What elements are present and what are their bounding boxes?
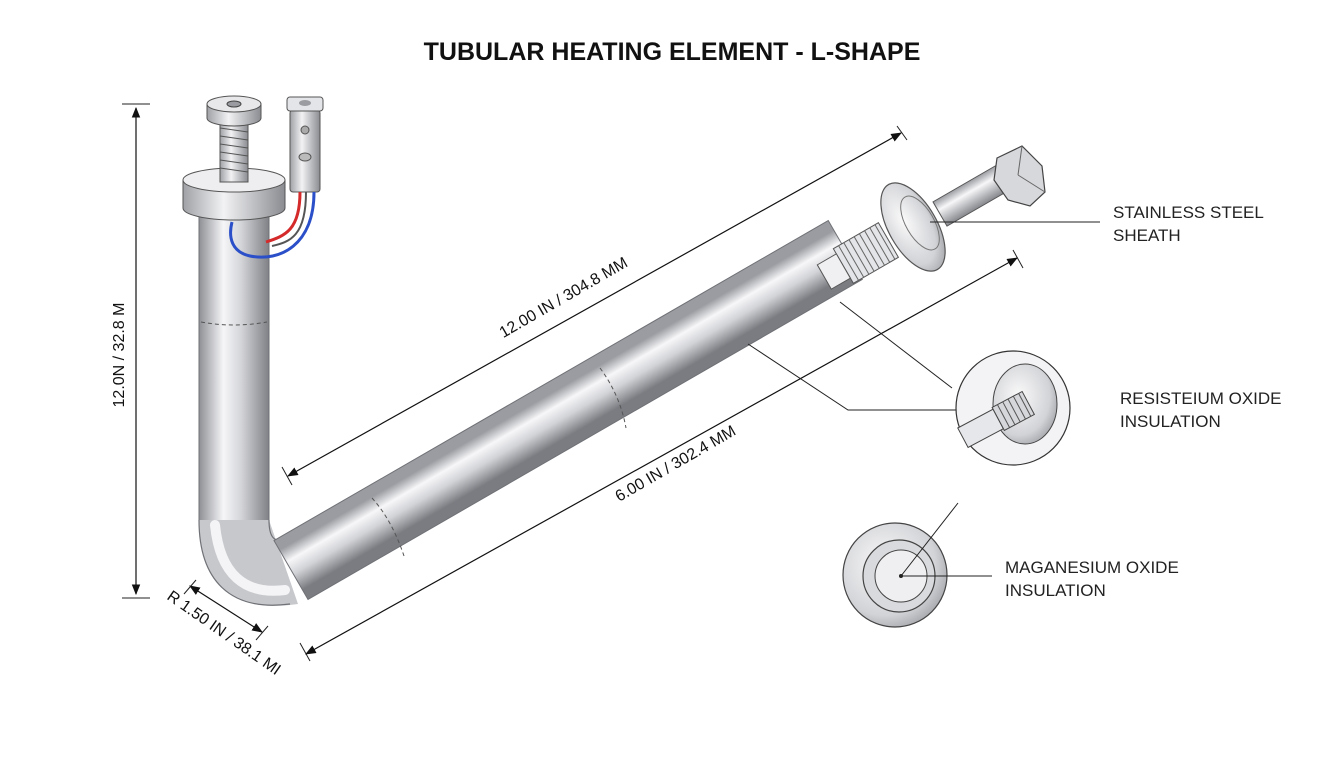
callout-resisteium-line1: RESISTEIUM OXIDE — [1120, 389, 1282, 408]
end-fitting — [816, 145, 1046, 290]
callout-resisteium-line2: INSULATION — [1120, 412, 1221, 431]
callout-sheath-line2: SHEATH — [1113, 226, 1181, 245]
dimension-vertical: 12.0N / 32.8 M — [111, 103, 150, 599]
callout-resisteium: RESISTEIUM OXIDE INSULATION — [747, 301, 1282, 466]
callout-magnesium: MAGANESIUM OXIDE INSULATION — [842, 502, 1179, 628]
callout-magnesium-line1: MAGANESIUM OXIDE — [1005, 558, 1179, 577]
dimension-upper-diagonal-label: 12.00 IN / 304.8 MM — [497, 254, 631, 341]
diagram-title: TUBULAR HEATING ELEMENT - L-SHAPE — [424, 38, 921, 66]
terminal-bolt — [206, 95, 262, 183]
callout-sheath-line1: STAINLESS STEEL — [1113, 203, 1264, 222]
tube-body — [198, 205, 863, 606]
dimension-lower-diagonal-label: 6.00 IN / 302.4 MM — [613, 423, 739, 506]
terminal-connector — [286, 96, 324, 193]
dimension-vertical-label: 12.0N / 32.8 M — [111, 303, 128, 408]
callout-sheath: STAINLESS STEEL SHEATH — [930, 203, 1264, 245]
callout-magnesium-line2: INSULATION — [1005, 581, 1106, 600]
